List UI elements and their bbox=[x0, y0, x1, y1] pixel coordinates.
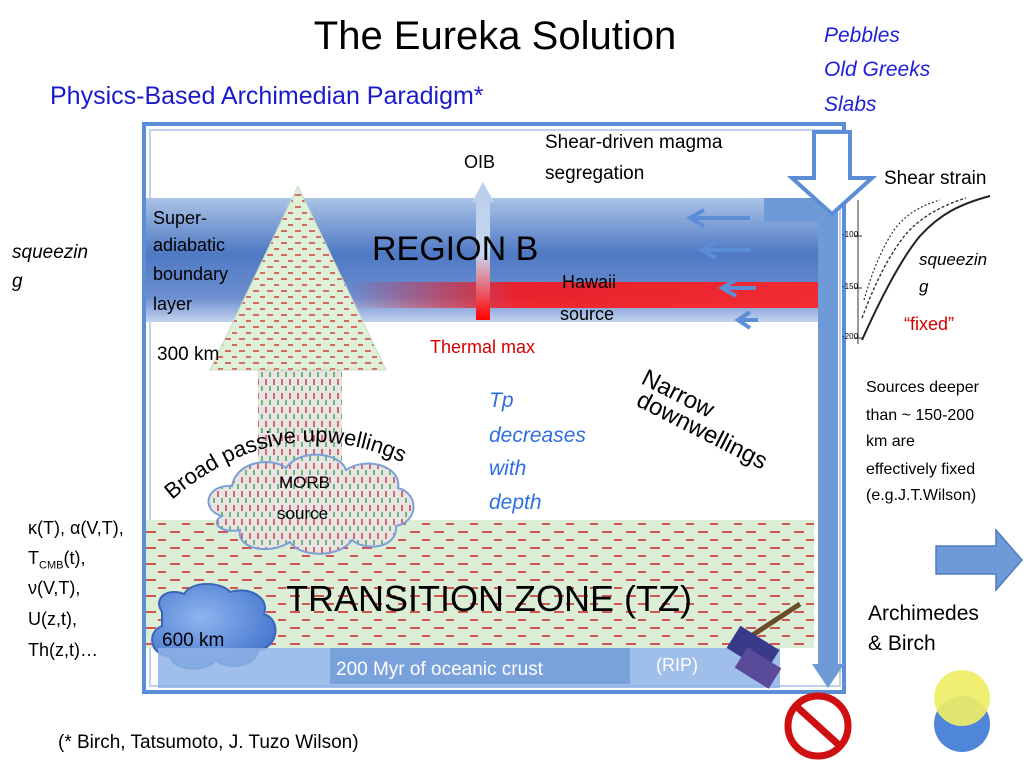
param-tcmb-main: T bbox=[28, 548, 39, 568]
archimedes-line1: Archimedes bbox=[868, 602, 979, 625]
param-tcmb-end: (t), bbox=[63, 548, 86, 568]
param-nu: ν(V,T), bbox=[28, 578, 81, 598]
param-tcmb: TCMB(t), bbox=[28, 548, 85, 572]
sources-deeper-line5: (e.g.J.T.Wilson) bbox=[866, 487, 977, 504]
strain-tick-150: -150 bbox=[842, 282, 859, 291]
morb-line2: source bbox=[277, 504, 329, 523]
rip-label: (RIP) bbox=[656, 655, 698, 675]
right-arrow bbox=[935, 527, 1023, 593]
squeezing-right-line1: squeezin bbox=[919, 250, 988, 269]
sources-deeper-line3: km are bbox=[866, 433, 915, 450]
oib-label: OIB bbox=[464, 152, 496, 172]
depth-600-label: 600 km bbox=[162, 630, 225, 651]
morb-line1: MORB bbox=[279, 473, 330, 492]
param-kappa-alpha: κ(T), α(V,T), bbox=[28, 518, 124, 538]
strain-tick-200: -200 bbox=[842, 332, 859, 341]
crust-label: 200 Myr of oceanic crust bbox=[336, 659, 543, 680]
sources-deeper-line2: than ~ 150-200 bbox=[866, 407, 975, 424]
depth-300-label: 300 km bbox=[157, 344, 220, 365]
downwelling-arrowhead bbox=[812, 664, 844, 688]
shear-strain-label: Shear strain bbox=[884, 168, 987, 189]
squeezing-right-line2: g bbox=[919, 277, 929, 296]
slabs-label: Slabs bbox=[824, 93, 877, 116]
tp-line1: Tp bbox=[489, 389, 514, 412]
transition-zone-label: TRANSITION ZONE (TZ) bbox=[286, 578, 692, 619]
morb-source-cloud bbox=[207, 453, 415, 555]
no-symbol-icon bbox=[784, 692, 852, 760]
super-adiabatic-line1: Super- bbox=[153, 208, 208, 228]
tp-line2: decreases bbox=[489, 424, 586, 447]
slide-subtitle: Physics-Based Archimedian Paradigm* bbox=[50, 82, 484, 110]
hawaii-line2: source bbox=[560, 304, 615, 324]
incoming-slab-arrow bbox=[786, 130, 878, 217]
sources-deeper-line1: Sources deeper bbox=[866, 379, 979, 396]
archimedes-line2: & Birch bbox=[868, 632, 936, 655]
param-th: Th(z,t)… bbox=[28, 640, 98, 660]
sources-deeper-line4: effectively fixed bbox=[866, 461, 976, 478]
param-u: U(z,t), bbox=[28, 609, 77, 629]
old-greeks-label: Old Greeks bbox=[824, 58, 931, 81]
oib-arrowhead bbox=[472, 182, 494, 202]
yellow-circle bbox=[934, 670, 990, 726]
broom-icon bbox=[726, 601, 802, 689]
squeezing-left-line2: g bbox=[12, 271, 23, 292]
inflow-arrows bbox=[685, 208, 758, 330]
downwelling-channel bbox=[818, 196, 838, 672]
oib-conduit bbox=[476, 200, 490, 320]
hawaii-line1: Hawaii bbox=[562, 272, 617, 292]
upwelling-cone bbox=[209, 184, 387, 371]
shear-magma-line1: Shear-driven magma bbox=[545, 132, 723, 153]
region-b-label: REGION B bbox=[372, 230, 539, 268]
slide-title: The Eureka Solution bbox=[313, 14, 677, 58]
shear-magma-line2: segregation bbox=[545, 163, 645, 184]
strain-tick-100: -100 bbox=[842, 230, 859, 239]
tp-line4: depth bbox=[489, 491, 542, 514]
super-adiabatic-line3: boundary bbox=[153, 264, 229, 284]
super-adiabatic-line4: layer bbox=[153, 294, 193, 314]
thermal-max-label: Thermal max bbox=[430, 337, 536, 357]
fixed-label: “fixed” bbox=[904, 314, 955, 334]
super-adiabatic-line2: adiabatic bbox=[153, 235, 226, 255]
squeezing-left-line1: squeezin bbox=[12, 242, 89, 263]
tp-line3: with bbox=[489, 457, 527, 480]
footnote: (* Birch, Tatsumoto, J. Tuzo Wilson) bbox=[58, 732, 359, 753]
param-tcmb-sub: CMB bbox=[39, 559, 64, 572]
pebbles-label: Pebbles bbox=[824, 24, 900, 47]
shear-strain-plot bbox=[854, 195, 991, 344]
